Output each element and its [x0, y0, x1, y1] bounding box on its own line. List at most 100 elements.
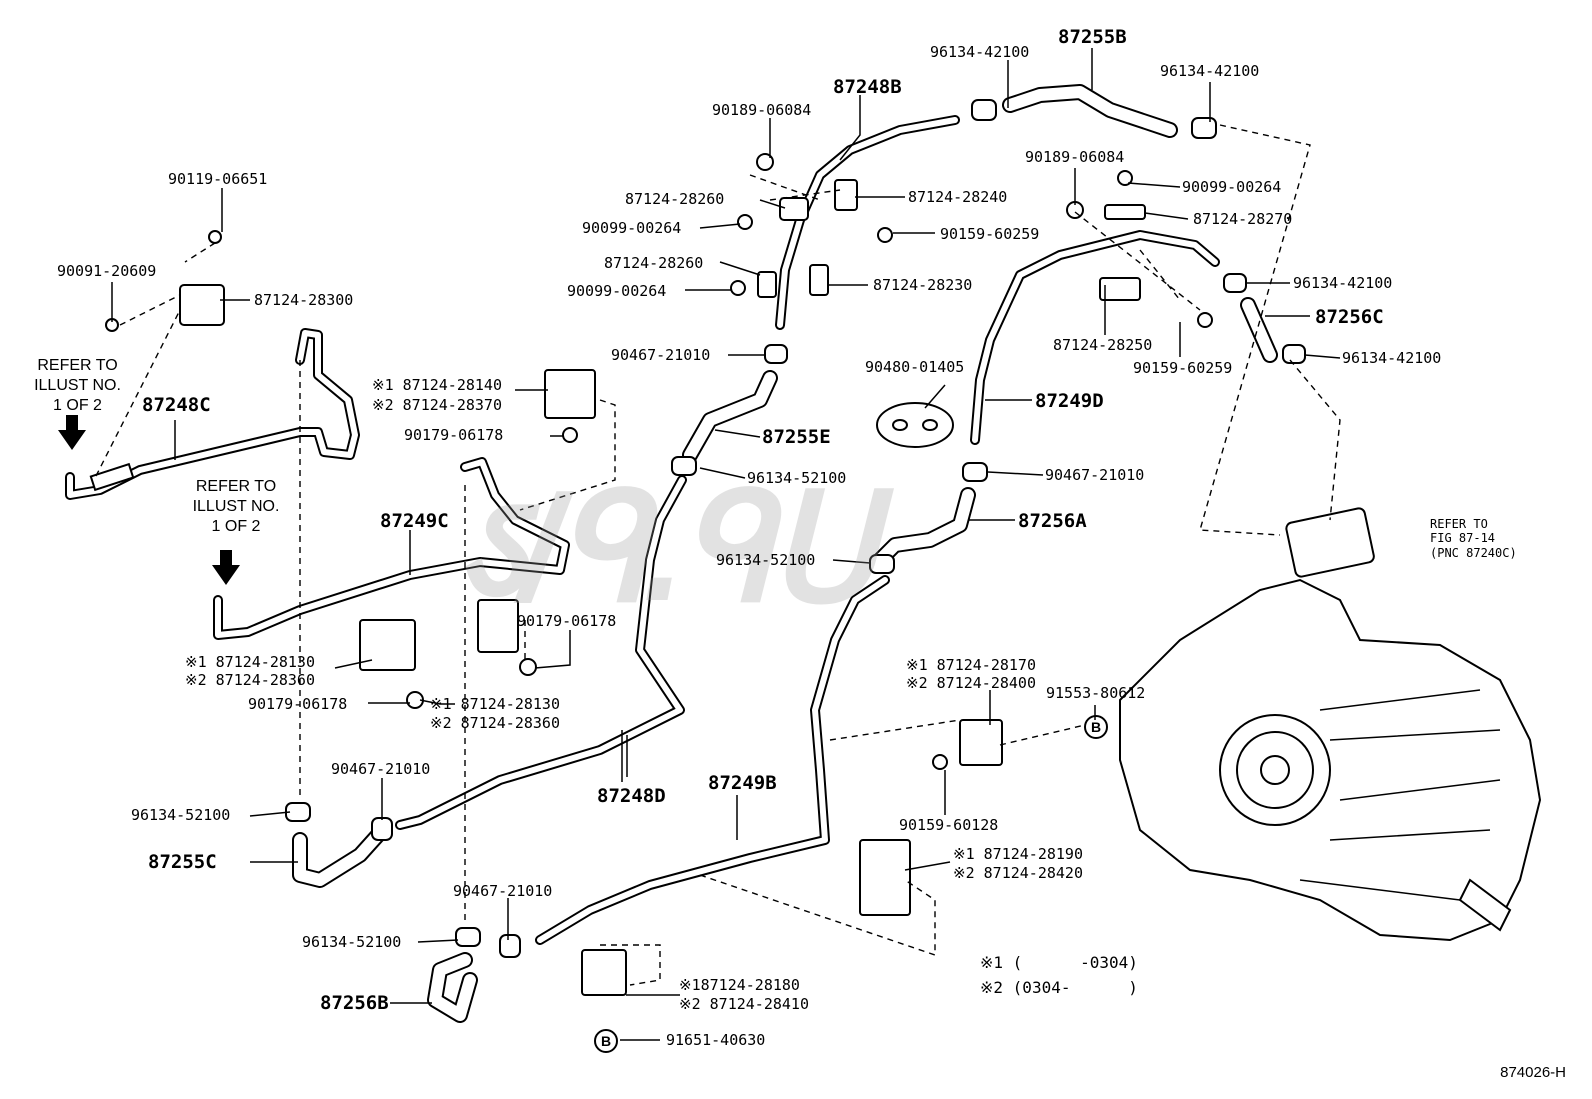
heater-unit-icon: [1119, 578, 1542, 942]
bolt-icon: [932, 754, 948, 770]
part-87124-28400: ※2 87124-28400: [906, 674, 1036, 692]
part-87124-28190: ※1 87124-28190: [953, 845, 1083, 863]
part-96134-42100-b: 96134-42100: [1160, 62, 1260, 80]
part-87255B: 87255B: [1058, 26, 1127, 48]
part-87124-28140: ※1 87124-28140: [372, 376, 502, 394]
part-90159-60259-a: 90159-60259: [940, 225, 1040, 243]
part-96134-42100-d: 96134-42100: [1342, 349, 1442, 367]
nut-icon: [562, 427, 578, 443]
part-90467-21010-d: 90467-21010: [1045, 466, 1145, 484]
part-96134-52100-a: 96134-52100: [131, 806, 231, 824]
illustration-number: 874026-H: [1500, 1064, 1566, 1081]
holder-icon: [477, 599, 519, 653]
part-87124-28270: 87124-28270: [1193, 210, 1293, 228]
clamp-icon: [1223, 273, 1247, 293]
part-87124-28180: ※187124-28180: [679, 976, 800, 994]
part-87249D: 87249D: [1035, 390, 1104, 412]
part-91651-40630: 91651-40630: [666, 1031, 766, 1049]
holder-icon: [359, 619, 416, 671]
clamp-icon: [869, 554, 895, 574]
pipe-87248B: [775, 115, 960, 330]
part-87124-28370: ※2 87124-28370: [372, 396, 502, 414]
valve-icon: [1285, 507, 1375, 578]
refer-note-left-1: REFER TO ILLUST NO. 1 OF 2: [34, 357, 121, 414]
part-90467-21010-a: 90467-21010: [331, 760, 431, 778]
part-87124-28360-b: ※2 87124-28360: [430, 714, 560, 732]
part-96134-52100-b: 96134-52100: [302, 933, 402, 951]
part-90189-06084-a: 90189-06084: [712, 101, 812, 119]
part-87248D: 87248D: [597, 785, 666, 807]
legend-1: ※1 ( -0304): [980, 953, 1138, 972]
part-96134-52100-d: 96134-52100: [716, 551, 816, 569]
holder-icon: [544, 369, 596, 419]
part-87124-28170: ※1 87124-28170: [906, 656, 1036, 674]
part-87124-28230: 87124-28230: [873, 276, 973, 294]
holder-icon: [959, 719, 1003, 766]
part-87124-28260-a: 87124-28260: [625, 190, 725, 208]
watermark: ऽ/ᑫ.ᑫᑌ: [455, 464, 877, 632]
bolt-icon: [737, 214, 753, 230]
part-91553-80612: 91553-80612: [1046, 684, 1146, 702]
bolt-icon: [1197, 312, 1213, 328]
legend-2: ※2 (0304- ): [980, 978, 1138, 997]
bolt-icon: [208, 230, 222, 244]
clip-icon: [809, 264, 829, 296]
clamp-icon: [962, 462, 988, 482]
clip-icon: [1104, 204, 1146, 220]
reference-b-circle: B: [594, 1029, 618, 1053]
part-87124-28410: ※2 87124-28410: [679, 995, 809, 1013]
part-87124-28300: 87124-28300: [254, 291, 354, 309]
part-90179-06178-c: 90179-06178: [248, 695, 348, 713]
part-90467-21010-b: 90467-21010: [453, 882, 553, 900]
part-90189-06084-b: 90189-06084: [1025, 148, 1125, 166]
bracket-icon: [179, 284, 225, 326]
part-96134-42100-c: 96134-42100: [1293, 274, 1393, 292]
part-90119-06651: 90119-06651: [168, 170, 268, 188]
clip-icon: [779, 197, 809, 221]
part-90467-21010-c: 90467-21010: [611, 346, 711, 364]
clamp-icon: [1282, 344, 1306, 364]
holder-icon: [859, 839, 911, 916]
nut-icon: [519, 658, 537, 676]
part-87124-28420: ※2 87124-28420: [953, 864, 1083, 882]
part-90091-20609: 90091-20609: [57, 262, 157, 280]
part-90159-60128: 90159-60128: [899, 816, 999, 834]
part-87256C: 87256C: [1315, 306, 1384, 328]
part-87256B: 87256B: [320, 992, 389, 1014]
part-90159-60259-b: 90159-60259: [1133, 359, 1233, 377]
part-90099-00264-c: 90099-00264: [1182, 178, 1282, 196]
part-90179-06178-a: 90179-06178: [404, 426, 504, 444]
part-87124-28260-b: 87124-28260: [604, 254, 704, 272]
clamp-icon: [455, 927, 481, 947]
holder-icon: [581, 949, 627, 996]
clip-icon: [1099, 277, 1141, 301]
part-87249B: 87249B: [708, 772, 777, 794]
clamp-icon: [1191, 117, 1217, 139]
clip-icon: [757, 271, 777, 298]
refer-note-left-2: REFER TO ILLUST NO. 1 OF 2: [192, 478, 280, 535]
clamp-icon: [499, 934, 521, 958]
part-96134-42100-a: 96134-42100: [930, 43, 1030, 61]
part-96134-52100-c: 96134-52100: [747, 469, 847, 487]
part-90099-00264-a: 90099-00264: [582, 219, 682, 237]
reference-b-circle: B: [1084, 715, 1108, 739]
part-87256A: 87256A: [1018, 510, 1087, 532]
bolt-icon: [877, 227, 893, 243]
part-87124-28130-a: ※1 87124-28130: [185, 653, 315, 671]
bolt-icon: [1117, 170, 1133, 186]
part-87124-28130-b: ※1 87124-28130: [430, 695, 560, 713]
bolt-icon: [730, 280, 746, 296]
part-90099-00264-b: 90099-00264: [567, 282, 667, 300]
refer-fig-note: REFER TO FIG 87-14 (PNC 87240C): [1430, 517, 1517, 560]
part-90480-01405: 90480-01405: [865, 358, 965, 376]
part-87124-28360-a: ※2 87124-28360: [185, 671, 315, 689]
clamp-icon: [764, 344, 788, 364]
part-87248C: 87248C: [142, 394, 211, 416]
part-90179-06178-b: 90179-06178: [517, 612, 617, 630]
pin-icon: [756, 153, 774, 171]
part-87255E: 87255E: [762, 426, 831, 448]
clip-icon: [834, 179, 858, 211]
arrow-up-icon: [212, 550, 240, 585]
arrow-up-icon: [58, 415, 86, 450]
